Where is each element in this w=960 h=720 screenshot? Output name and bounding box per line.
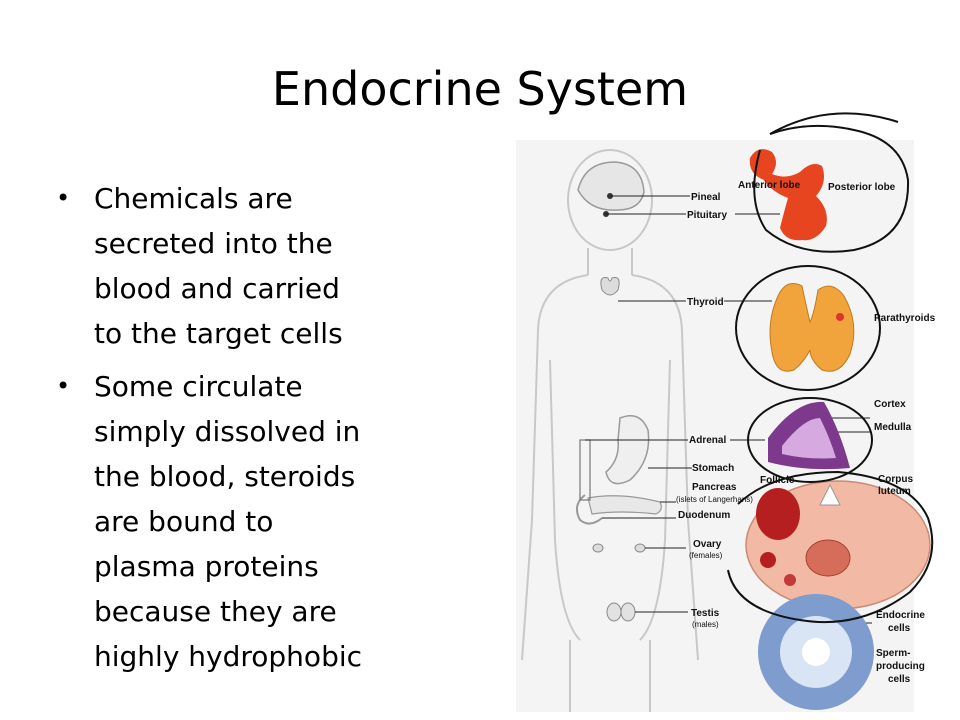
bullet-line: the blood, steroids (94, 460, 356, 493)
label-males: (males) (692, 620, 719, 629)
label-sperm-cells-line2: producing (876, 661, 925, 672)
bullet-line: plasma proteins (94, 550, 319, 583)
small-follicle (760, 552, 776, 568)
slide-title: Endocrine System (271, 62, 689, 116)
bullet-dot-icon: • (56, 184, 71, 212)
bullet-line: blood and carried (94, 272, 340, 305)
label-anterior-lobe: Anterior lobe (738, 180, 801, 191)
bullet-line: are bound to (94, 505, 274, 538)
body-outline (521, 149, 699, 712)
label-corpus-luteum-line1: Corpus (878, 474, 913, 485)
ovary-right (634, 543, 646, 553)
follicle-inset (756, 488, 800, 540)
bullet-item-1: • Chemicals are secreted into the blood … (56, 176, 456, 356)
label-posterior-lobe: Posterior lobe (828, 182, 896, 193)
label-duodenum: Duodenum (678, 510, 730, 521)
bullet-line: secreted into the (94, 227, 333, 260)
stomach-organ (605, 415, 650, 485)
pituitary-inset (749, 149, 827, 241)
hand-drawn-circles (727, 112, 934, 624)
adrenal-medulla (782, 418, 836, 459)
label-ovary: Ovary (693, 539, 722, 550)
testis-left (606, 602, 622, 622)
duodenum-organ (575, 494, 603, 525)
bullet-list: • Chemicals are secreted into the blood … (56, 176, 456, 687)
label-endocrine-cells-line1: Endocrine (876, 610, 925, 621)
bullet-line: to the target cells (94, 317, 343, 350)
label-adrenal: Adrenal (689, 435, 726, 446)
label-corpus-luteum-line2: luteum (878, 486, 911, 497)
bullet-line: Chemicals are (94, 182, 293, 215)
endocrine-diagram: Pineal Pituitary Anterior lobe Posterior… (516, 112, 936, 712)
ovary-left (592, 543, 604, 553)
label-stomach: Stomach (692, 463, 734, 474)
label-pituitary: Pituitary (687, 210, 727, 221)
corpus-luteum-inset (805, 539, 851, 577)
testis-core (802, 638, 830, 666)
testis-right (620, 602, 636, 622)
bullet-dot-icon: • (56, 372, 71, 400)
label-follicle: Follicle (760, 475, 795, 486)
thyroid-inset (769, 283, 855, 372)
label-medulla: Medulla (874, 422, 912, 433)
label-cortex: Cortex (874, 399, 906, 410)
label-thyroid: Thyroid (687, 297, 724, 308)
label-females: (females) (689, 551, 723, 560)
label-islets: (islets of Langerhans) (676, 495, 753, 504)
small-follicle (784, 574, 796, 586)
label-sperm-cells-line1: Sperm- (876, 648, 910, 659)
label-endocrine-cells-line2: cells (888, 623, 911, 634)
label-pineal: Pineal (691, 192, 721, 203)
bullet-line: because they are (94, 595, 337, 628)
pancreas-organ (587, 495, 662, 515)
brain-shape (577, 161, 645, 211)
thyroid-gland (600, 277, 620, 296)
label-sperm-cells-line3: cells (888, 674, 911, 685)
bullet-line: highly hydrophobic (94, 640, 363, 673)
label-pancreas: Pancreas (692, 482, 737, 493)
label-parathyroids: Parathyroids (874, 313, 936, 324)
parathyroid-dot (836, 313, 844, 321)
ovulation-mark (819, 483, 841, 506)
bullet-item-2: • Some circulate simply dissolved in the… (56, 364, 456, 679)
label-testis: Testis (691, 608, 720, 619)
bullet-line: simply dissolved in (94, 415, 361, 448)
bullet-line: Some circulate (94, 370, 303, 403)
